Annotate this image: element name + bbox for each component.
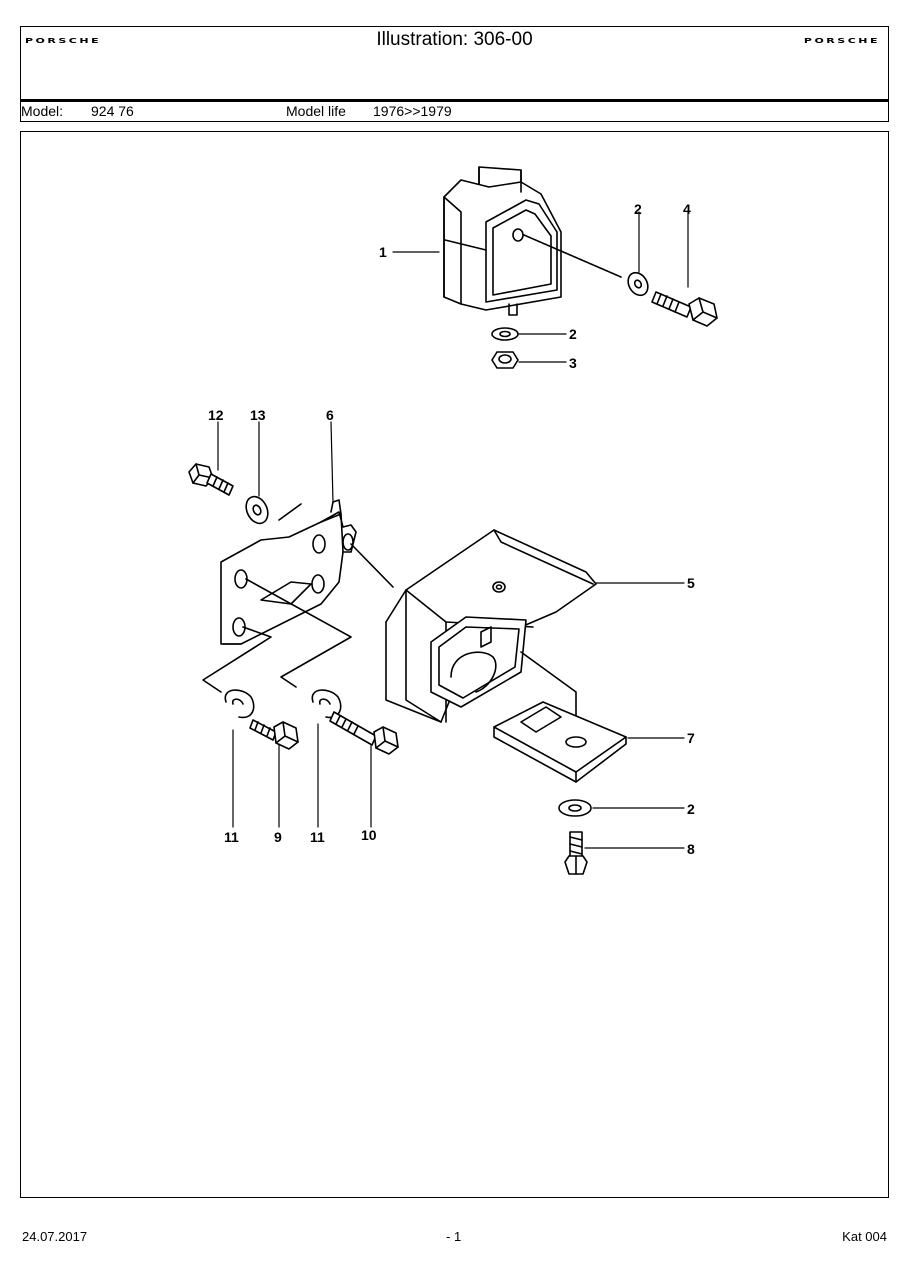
shim-plate-part xyxy=(493,701,627,783)
callout-11-right: 11 xyxy=(310,829,325,845)
callout-12: 12 xyxy=(208,407,224,423)
engine-mount-part xyxy=(443,166,622,316)
large-bracket-part xyxy=(385,529,597,728)
footer-catalog: Kat 004 xyxy=(842,1229,887,1244)
callout-9: 9 xyxy=(274,829,282,845)
parts-diagram: 1 2 4 2 3 12 13 6 5 7 11 9 11 10 2 8 xyxy=(188,166,718,875)
callout-2-mid: 2 xyxy=(569,326,577,342)
callout-10: 10 xyxy=(361,827,377,843)
model-value: 924 76 xyxy=(91,103,134,119)
illustration-title: Illustration: 306-00 xyxy=(376,29,533,50)
callout-11-left: 11 xyxy=(224,829,239,845)
lock-washers-and-bolts xyxy=(224,689,399,755)
footer-page-number: - 1 xyxy=(446,1229,462,1244)
header-divider xyxy=(21,99,888,102)
model-life-label: Model life xyxy=(286,103,346,119)
model-row: Model: 924 76 Model life 1976>>1979 xyxy=(21,102,888,121)
callout-1: 1 xyxy=(379,244,387,260)
callout-6: 6 xyxy=(326,407,334,423)
model-life-value: 1976>>1979 xyxy=(373,103,452,119)
porsche-logo-right: PORSCHE xyxy=(803,37,880,45)
callout-7: 7 xyxy=(687,730,695,746)
porsche-logo-left: PORSCHE xyxy=(25,37,102,45)
footer-date: 24.07.2017 xyxy=(22,1229,88,1244)
leader-lines xyxy=(217,211,689,849)
bracket-plate-part xyxy=(202,499,394,693)
callout-3: 3 xyxy=(569,355,577,371)
callout-5: 5 xyxy=(687,575,695,591)
washer-and-bolt-top-right xyxy=(627,271,718,327)
callout-labels: 1 2 4 2 3 12 13 6 5 7 11 9 11 10 2 8 xyxy=(208,201,695,857)
callout-2-bottom: 2 xyxy=(687,801,695,817)
bolt-and-washer-left xyxy=(188,463,269,525)
callout-13: 13 xyxy=(250,407,266,423)
callout-4: 4 xyxy=(683,201,691,217)
callout-2-top: 2 xyxy=(634,201,642,217)
diagram-frame: 1 2 4 2 3 12 13 6 5 7 11 9 11 10 2 8 xyxy=(20,131,889,1198)
washer-and-bolt-bottom xyxy=(558,799,592,875)
page-header: PORSCHE Illustration: 306-00 PORSCHE Mod… xyxy=(20,26,889,122)
callout-8: 8 xyxy=(687,841,695,857)
model-label: Model: xyxy=(21,103,64,119)
washer-and-nut-top xyxy=(491,327,519,369)
